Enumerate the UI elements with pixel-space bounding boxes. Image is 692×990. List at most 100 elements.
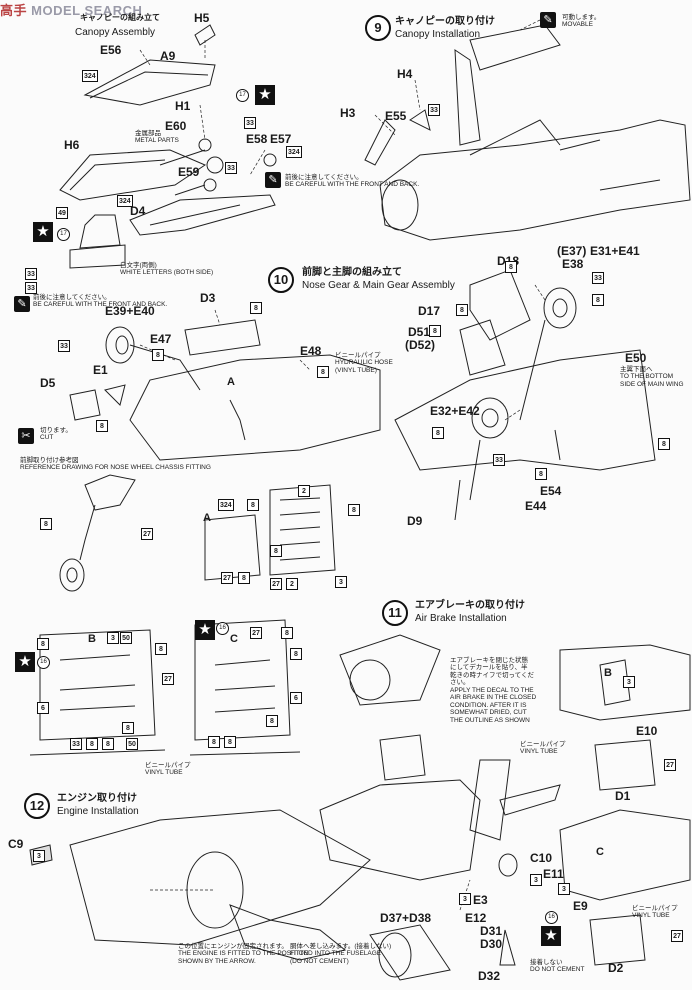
callout-3-g: 3 (459, 893, 471, 905)
callout-2-b: 2 (286, 578, 298, 590)
label-c-2: C (596, 846, 604, 858)
callout-27: 27 (141, 528, 153, 540)
callout-8-u: 8 (266, 715, 278, 727)
callout-27-c: 27 (270, 578, 282, 590)
callout-33-f: 33 (592, 272, 604, 284)
fuselage-note: 胴体へ差し込みます。(接着しない)FITTED INTO THE FUSELAG… (290, 943, 392, 965)
step11-number: 11 (382, 600, 408, 626)
white-letters-note: 白文字(両側)WHITE LETTERS (BOTH SIDE) (120, 262, 214, 277)
callout-8-l: 8 (247, 499, 259, 511)
part-e54: E54 (540, 484, 562, 498)
part-e32e42: E32+E42 (430, 404, 480, 418)
part-e38: E38 (562, 257, 584, 271)
part-e47: E47 (150, 332, 172, 346)
callout-324-d: 324 (218, 499, 234, 511)
callout-3-e: 3 (530, 874, 542, 886)
callout-8-n: 8 (40, 518, 52, 530)
callout-27-d: 27 (250, 627, 262, 639)
callout-8-m: 8 (348, 504, 360, 516)
part-h3: H3 (340, 106, 356, 120)
step11-title-jp: エアブレーキの取り付け (415, 600, 525, 611)
movable-note: 可動します。MOVABLE (562, 14, 601, 29)
part-d37d38: D37+D38 (380, 911, 432, 925)
callout-8-b: 8 (592, 294, 604, 306)
step10-title-en: Nose Gear & Main Gear Assembly (302, 280, 455, 291)
watermark-logo: 高手 MODEL SEARCH (0, 3, 143, 18)
part-e58: E58 (246, 132, 268, 146)
callout-3-b: 3 (107, 632, 119, 644)
part-e31e41: E31+E41 (590, 244, 640, 258)
part-e12: E12 (465, 911, 487, 925)
paint-brush-warning-icon: ✎ (14, 296, 30, 312)
part-e9: E9 (573, 899, 588, 913)
callout-16: 16 (216, 622, 229, 635)
part-h6: H6 (64, 138, 80, 152)
step8-title-jp: キャノピーの組み立て (80, 13, 160, 22)
step10-number: 10 (268, 267, 294, 293)
part-d2: D2 (608, 961, 624, 975)
callout-8-v: 8 (122, 722, 134, 734)
callout-16-c: 16 (545, 911, 558, 924)
part-d30: D30 (480, 937, 503, 951)
part-e60: E60 (165, 119, 187, 133)
label-b: B (88, 633, 96, 645)
step9-title-en: Canopy Installation (395, 29, 481, 40)
callout-33: 33 (244, 117, 256, 129)
part-e39e40: E39+E40 (105, 304, 155, 318)
star-icon: ★ (33, 222, 53, 242)
part-e55: E55 (385, 109, 407, 123)
step12-number: 12 (24, 793, 50, 819)
callout-8-d: 8 (456, 304, 468, 316)
callout-8-g: 8 (317, 366, 329, 378)
step12-title-jp: エンジン取り付け (57, 793, 137, 804)
part-d32: D32 (478, 969, 501, 983)
part-h1: H1 (175, 99, 191, 113)
callout-33-d: 33 (25, 282, 37, 294)
star-icon: ★ (255, 85, 275, 105)
callout-324-b: 324 (286, 146, 302, 158)
callout-8-y: 8 (208, 736, 220, 748)
step9-title-jp: キャノピーの取り付け (395, 16, 495, 27)
callout-50-b: 50 (126, 738, 138, 750)
label-b-2: B (604, 667, 612, 679)
step12-title-en: Engine Installation (57, 806, 139, 817)
callout-8-k: 8 (535, 468, 547, 480)
part-h5: H5 (194, 11, 210, 25)
paint-brush-warning-icon: ✎ (540, 12, 556, 28)
part-a9: A9 (160, 49, 176, 63)
star-icon: ★ (541, 926, 561, 946)
part-d9: D9 (407, 514, 423, 528)
star-icon: ★ (15, 652, 35, 672)
part-d52: (D52) (405, 338, 436, 352)
callout-33-e: 33 (428, 104, 440, 116)
cut-note: 切ります。CUT (40, 427, 72, 442)
callout-50: 50 (120, 632, 132, 644)
careful-note: 前後に注意してください。BE CAREFUL WITH THE FRONT AN… (285, 174, 420, 189)
callout-8-i: 8 (432, 427, 444, 439)
part-e11: E11 (543, 867, 564, 881)
part-e37: (E37) (557, 244, 587, 258)
part-d31: D31 (480, 924, 503, 938)
part-e1: E1 (93, 363, 108, 377)
callout-8-r: 8 (37, 638, 49, 650)
star-icon: ★ (195, 620, 215, 640)
part-d17: D17 (418, 304, 441, 318)
callout-8-j: 8 (658, 438, 670, 450)
callout-8-z: 8 (224, 736, 236, 748)
part-h4: H4 (397, 67, 413, 81)
part-d1: D1 (615, 789, 631, 803)
callout-3-c: 3 (623, 676, 635, 688)
label-c: C (230, 633, 238, 645)
callout-49: 49 (56, 207, 68, 219)
callout-17: 17 (236, 89, 249, 102)
step8-title-en: Canopy Assembly (75, 27, 156, 38)
callout-6: 6 (290, 692, 302, 704)
part-e44: E44 (525, 499, 547, 513)
